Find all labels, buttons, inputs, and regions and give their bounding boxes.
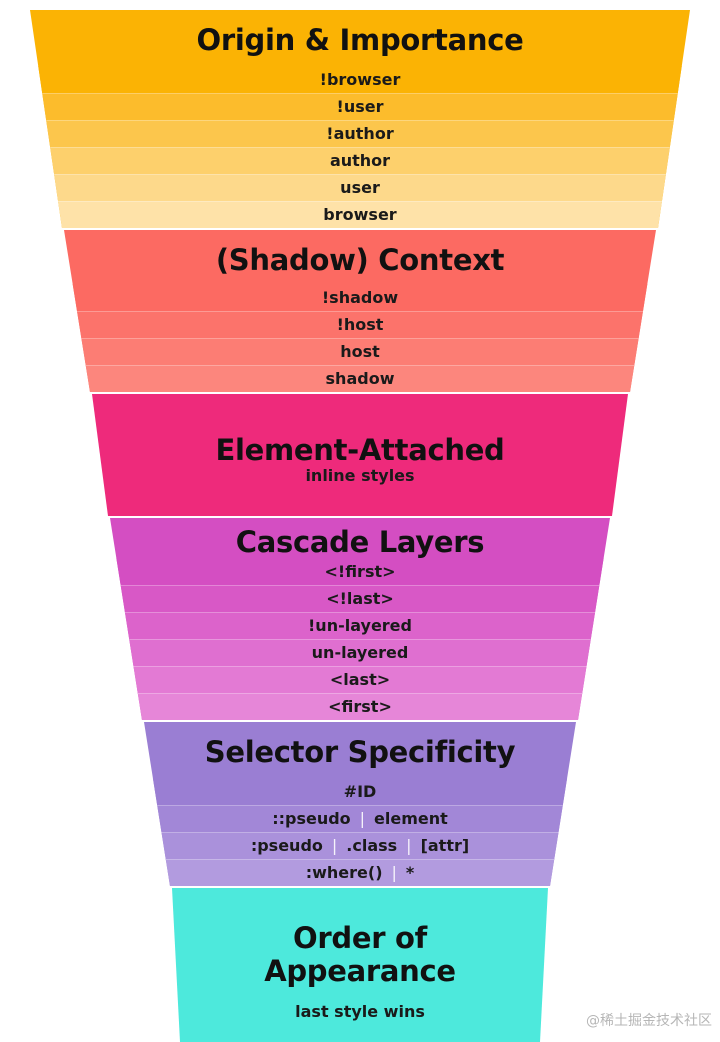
section-subtitle: last style wins xyxy=(295,1002,425,1021)
separator: | xyxy=(331,836,338,855)
section-row-background xyxy=(110,666,610,694)
section-item-label: <!first> xyxy=(110,562,610,582)
section-item-label: !browser xyxy=(30,70,690,90)
section-selector-specificity: #ID::pseudo|element:pseudo|.class|[attr]… xyxy=(144,722,576,886)
item-text: [attr] xyxy=(420,836,470,855)
section-title: Cascade Layers xyxy=(235,525,485,559)
section-item-label: !user xyxy=(30,97,690,117)
section-row-background xyxy=(110,558,610,585)
section-title: Selector Specificity xyxy=(204,735,516,769)
section-row-background xyxy=(144,859,576,886)
section-row-background xyxy=(30,201,690,228)
section-title: (Shadow) Context xyxy=(215,243,505,277)
section-item-label: <first> xyxy=(110,697,610,717)
section-row-background xyxy=(64,284,656,311)
section-item-label: shadow xyxy=(64,369,656,389)
item-text: !author xyxy=(326,124,394,143)
section-shadow-context: !shadow !host host shadow (Shadow) Context xyxy=(64,230,656,392)
section-row-background xyxy=(110,693,610,720)
section-subtitle: inline styles xyxy=(305,466,415,485)
item-text: <!last> xyxy=(326,589,394,608)
section-row-background xyxy=(110,612,610,640)
item-text: host xyxy=(340,342,380,361)
item-text: !un-layered xyxy=(308,616,412,635)
section-row-background xyxy=(110,585,610,613)
section-item-label: author xyxy=(30,151,690,171)
item-text: !host xyxy=(336,315,384,334)
section-row-background xyxy=(30,66,690,93)
section-row-background xyxy=(144,805,576,833)
section-title: Order of Appearance xyxy=(264,921,456,988)
item-text: * xyxy=(405,863,415,882)
item-text: <last> xyxy=(329,670,391,689)
section-row-background xyxy=(110,639,610,667)
section-title: Origin & Importance xyxy=(196,23,524,57)
section-row-background xyxy=(64,365,656,392)
item-text: :pseudo xyxy=(250,836,323,855)
separator: | xyxy=(406,836,412,855)
section-item-label: <last> xyxy=(110,670,610,690)
item-text: ::pseudo xyxy=(272,809,351,828)
section-item-label: un-layered xyxy=(110,643,610,663)
item-text: !browser xyxy=(319,70,401,89)
section-item-label: #ID xyxy=(144,782,576,802)
section-row-background xyxy=(30,120,690,148)
section-item-label: :where() | * xyxy=(144,863,576,883)
item-text: !user xyxy=(336,97,384,116)
watermark: @稀土掘金技术社区 xyxy=(586,1013,712,1029)
section-row-background xyxy=(30,93,690,121)
section-row-background xyxy=(30,174,690,202)
section-row-background xyxy=(144,832,576,860)
item-text: !shadow xyxy=(321,288,399,307)
section-item-label: !shadow xyxy=(64,288,656,308)
item-text: author xyxy=(329,151,391,170)
item-text: element xyxy=(374,809,448,828)
section-item-label: ::pseudo | element xyxy=(144,809,576,829)
section-title: Element-Attached xyxy=(215,433,505,467)
item-text: <first> xyxy=(328,697,392,716)
section-row-background xyxy=(64,311,656,339)
section-row-background xyxy=(30,147,690,175)
item-text: .class xyxy=(346,836,398,855)
section-item-label: browser xyxy=(30,205,690,225)
section-row-background xyxy=(64,338,656,366)
section-item-label: !un-layered xyxy=(110,616,610,636)
section-item-label: host xyxy=(64,342,656,362)
section-item-label: user xyxy=(30,178,690,198)
section-order-of-appearance: Order of Appearance last style wins xyxy=(172,888,548,1042)
section-row-background xyxy=(144,778,576,805)
separator: | xyxy=(359,809,366,828)
section-item-label: <!last> xyxy=(110,589,610,609)
section-origin-importance: !browser !user !author author user browser Ori… xyxy=(30,10,690,228)
section-item-label: !host xyxy=(64,315,656,335)
item-text: browser xyxy=(323,205,397,224)
item-text: un-layered xyxy=(311,643,409,662)
section-item-label: !author xyxy=(30,124,690,144)
section-item-label: :pseudo | .class | [attr] xyxy=(144,836,576,856)
item-text: user xyxy=(340,178,380,197)
item-text: :where() xyxy=(305,863,383,882)
section-cascade-layers: <!first> <!last> !un-layered un-layered <las… xyxy=(110,518,610,720)
item-text: #ID xyxy=(343,782,377,801)
separator: | xyxy=(391,863,397,882)
item-text: <!first> xyxy=(324,562,396,581)
item-text: shadow xyxy=(325,369,395,388)
